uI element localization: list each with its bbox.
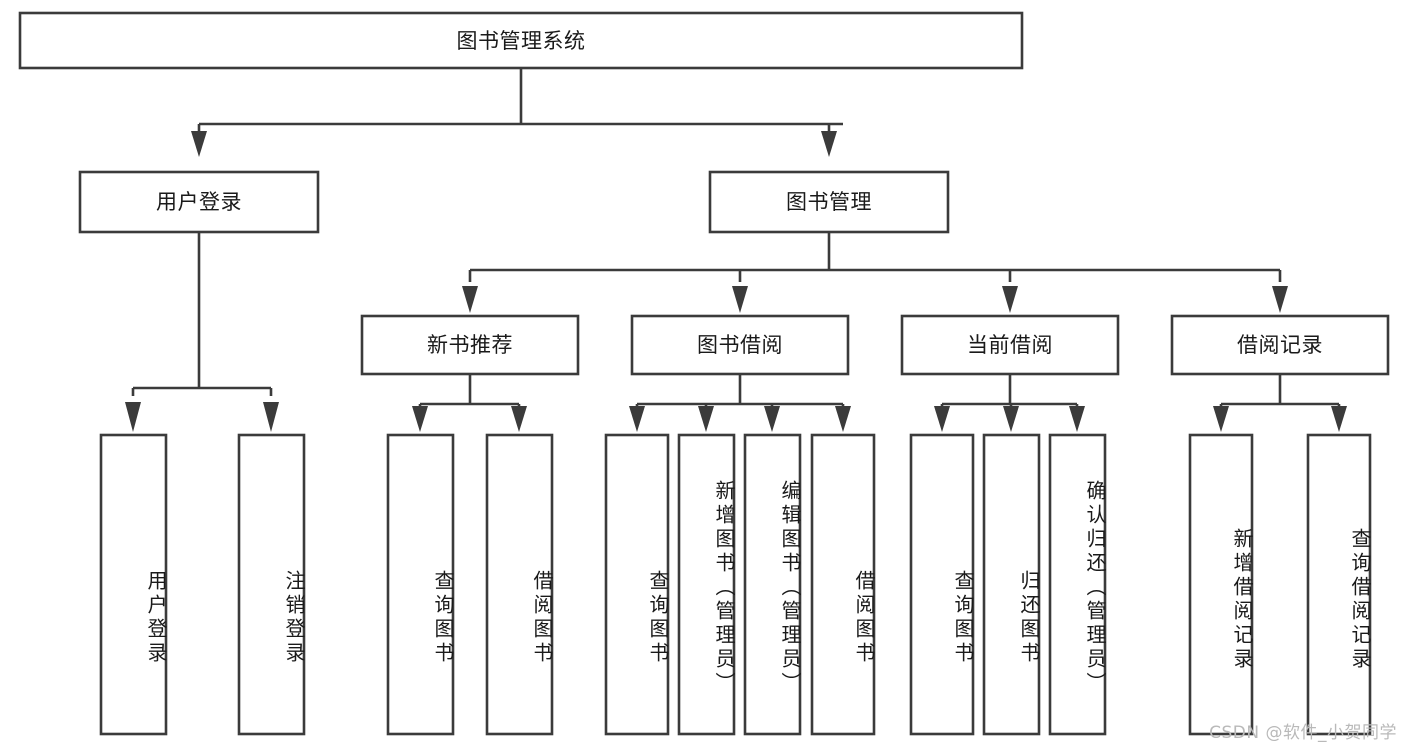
leaf-bb-edit-book-rect[interactable] xyxy=(743,433,802,736)
arrowhead-br-query-record xyxy=(1331,406,1347,432)
node-book-borrow-label: 图书借阅 xyxy=(697,333,783,357)
arrowhead-borrow-record xyxy=(1272,286,1288,313)
leaf-bb-query-book-rect[interactable] xyxy=(604,433,670,736)
leaf-box-group xyxy=(99,433,1372,736)
csdn-watermark: CSDN @软件_小贺同学 xyxy=(1209,723,1397,743)
connector-group-user-login xyxy=(125,232,279,432)
leaf-user-login-rect[interactable] xyxy=(99,433,168,736)
arrowhead-nbr-query-book xyxy=(412,406,428,432)
node-root-system-label: 图书管理系统 xyxy=(457,29,586,53)
node-root-system-rect xyxy=(18,11,1024,70)
node-user-login-label: 用户登录 xyxy=(156,190,242,214)
node-current-borrow-label: 当前借阅 xyxy=(967,333,1053,357)
arrowhead-bb-borrow-book xyxy=(835,406,851,432)
leaf-cb-return-book-rect[interactable] xyxy=(982,433,1041,736)
node-borrow-record[interactable]: 借阅记录 xyxy=(1170,314,1390,376)
arrowhead-bb-add-book xyxy=(698,406,714,432)
arrowhead-book-borrow xyxy=(732,286,748,313)
node-book-manage-rect xyxy=(708,170,950,234)
leaf-br-query-record-rect[interactable] xyxy=(1306,433,1372,736)
node-book-borrow[interactable]: 图书借阅 xyxy=(630,314,850,376)
arrowhead-leaf-logout xyxy=(263,402,279,432)
node-borrow-record-rect xyxy=(1170,314,1390,376)
connector-group-current-borrow xyxy=(934,374,1085,432)
leaf-br-add-record-rect[interactable] xyxy=(1188,433,1254,736)
leaf-bb-borrow-book-rect[interactable] xyxy=(810,433,876,736)
leaf-nbr-query-book-rect[interactable] xyxy=(386,433,455,736)
arrowhead-nbr-borrow-book xyxy=(511,406,527,432)
node-book-manage[interactable]: 图书管理 xyxy=(708,170,950,234)
arrowhead-cb-return-book xyxy=(1003,406,1019,432)
arrowhead-leaf-user-login xyxy=(125,402,141,432)
connector-group-new-book-rec xyxy=(412,374,527,432)
node-book-borrow-rect xyxy=(630,314,850,376)
leaf-bb-add-book-rect[interactable] xyxy=(677,433,736,736)
node-borrow-record-label: 借阅记录 xyxy=(1237,333,1323,357)
arrowhead-user-login xyxy=(191,131,207,157)
arrowhead-book-manage xyxy=(821,131,837,157)
node-book-manage-label: 图书管理 xyxy=(786,190,872,214)
leaf-nbr-borrow-book-rect[interactable] xyxy=(485,433,554,736)
connector-group-borrow-record xyxy=(1213,374,1347,432)
leaf-cb-confirm-rect[interactable] xyxy=(1048,433,1107,736)
arrowhead-cb-confirm-return xyxy=(1069,406,1085,432)
connector-group-book-borrow xyxy=(629,374,851,432)
node-new-book-recommend-label: 新书推荐 xyxy=(427,333,513,357)
arrowhead-br-add-record xyxy=(1213,406,1229,432)
arrowhead-current-borrow xyxy=(1002,286,1018,313)
node-current-borrow[interactable]: 当前借阅 xyxy=(900,314,1120,376)
arrowhead-bb-edit-book xyxy=(764,406,780,432)
leaf-logout-rect[interactable] xyxy=(237,433,306,736)
node-new-book-recommend-rect xyxy=(360,314,580,376)
node-new-book-recommend[interactable]: 新书推荐 xyxy=(360,314,580,376)
arrowhead-new-book-rec xyxy=(462,286,478,313)
leaf-cb-query-book-rect[interactable] xyxy=(909,433,975,736)
connector-group-book-manage xyxy=(462,232,1288,313)
node-user-login[interactable]: 用户登录 xyxy=(78,170,320,234)
arrowhead-bb-query-book xyxy=(629,406,645,432)
connector-group-root xyxy=(191,68,843,157)
node-root-system[interactable]: 图书管理系统 xyxy=(18,11,1024,70)
node-current-borrow-rect xyxy=(900,314,1120,376)
arrowhead-cb-query-book xyxy=(934,406,950,432)
node-user-login-rect xyxy=(78,170,320,234)
